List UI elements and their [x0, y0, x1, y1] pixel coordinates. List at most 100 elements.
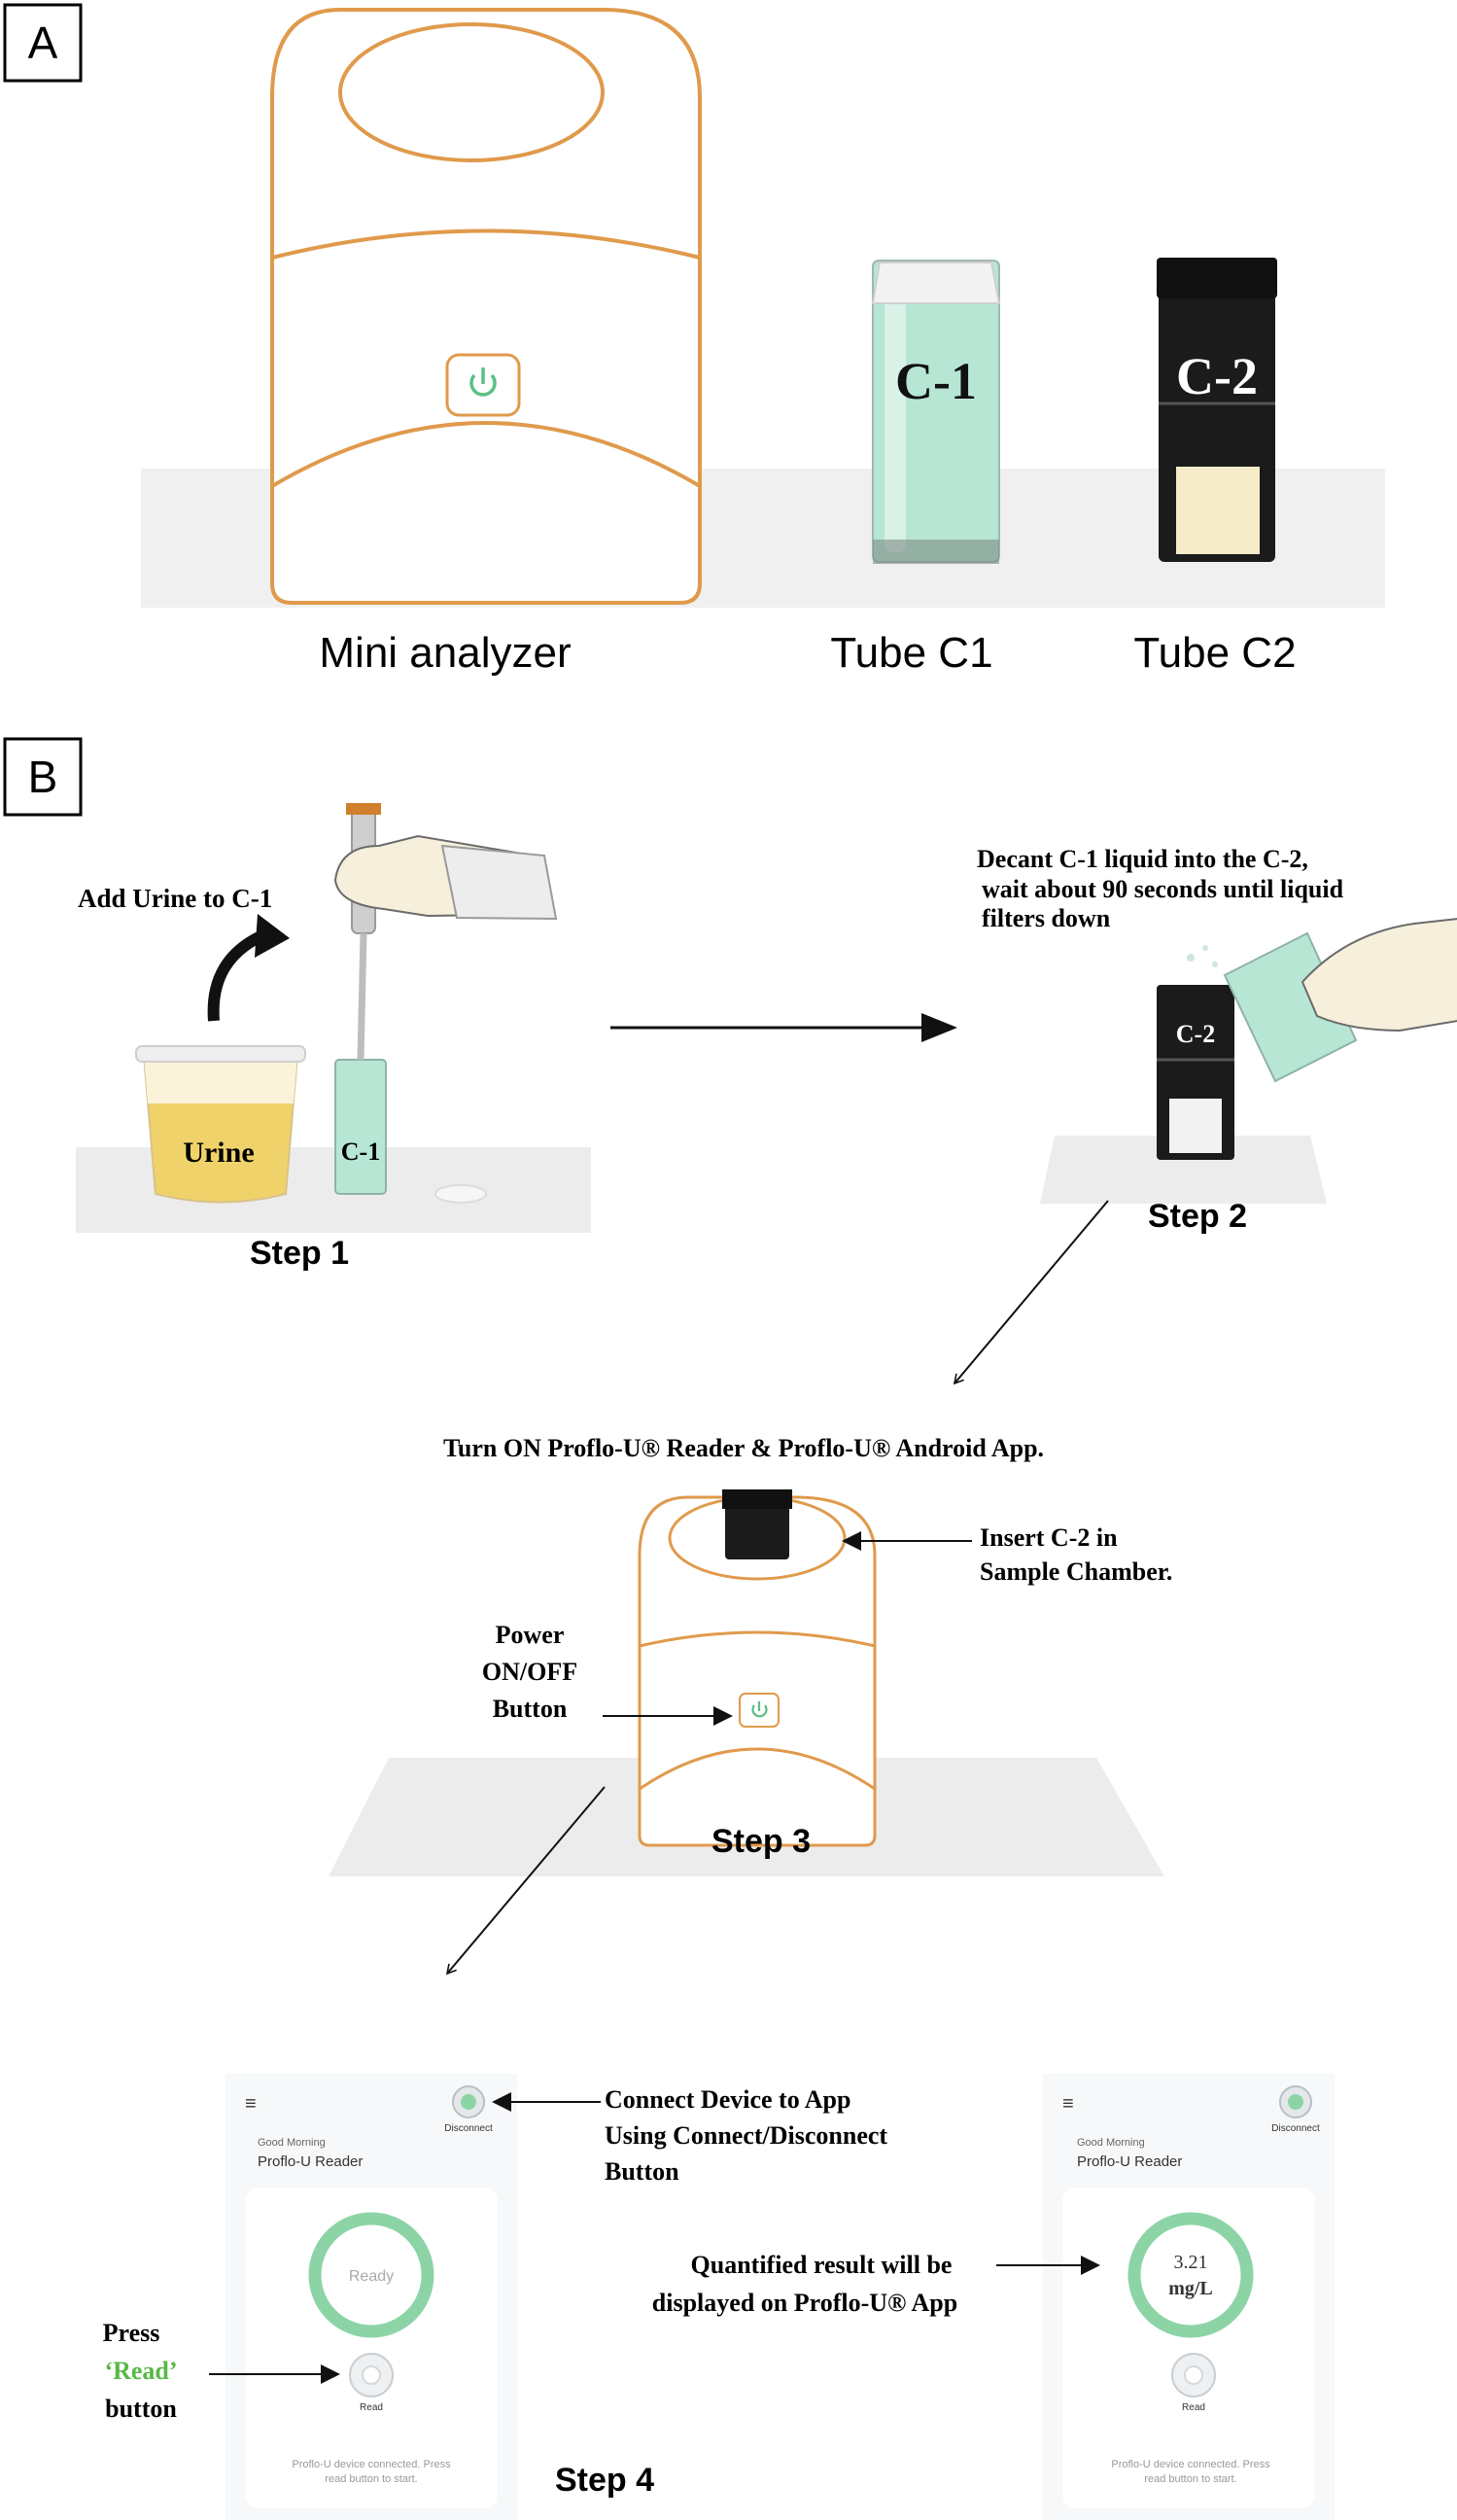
pipette-plunger [346, 803, 381, 815]
step1-curved-arrow [207, 928, 270, 1022]
tube-c2-label: C-2 [1176, 347, 1258, 405]
connect-status-icon [461, 2094, 476, 2110]
tube-c2-cap [1157, 258, 1277, 298]
step2-tube-label: C-2 [1176, 1020, 1215, 1048]
tube-c1-label: C-1 [895, 352, 977, 410]
analyzer-top-opening [338, 22, 605, 162]
menu-icon[interactable]: ≡ [245, 2093, 257, 2115]
tube-c2-window [1176, 467, 1260, 554]
menu-icon-right[interactable]: ≡ [1062, 2093, 1074, 2115]
app-left-ring-text: Ready [349, 2268, 394, 2285]
app-screen-left: ≡ Disconnect Good Morning Proflo-U Reade… [225, 2074, 517, 2520]
app-left-device-name: Proflo-U Reader [258, 2153, 363, 2170]
app-right-greeting: Good Morning [1077, 2137, 1145, 2149]
step2-tube-window [1169, 1099, 1222, 1153]
step2-instruction-line-3: filters down [982, 904, 1111, 932]
app-right-result-ring [1127, 2212, 1254, 2338]
reader-band-top [639, 1630, 876, 1648]
arrow-step1-to-step2-head [921, 1013, 957, 1042]
step4-connect-line-2: Using Connect/Disconnect [605, 2121, 887, 2150]
app-right-disconnect-label: Disconnect [1271, 2123, 1320, 2134]
step1-tube-label: C-1 [341, 1138, 380, 1166]
power-icon [469, 368, 497, 397]
panel-b-label-box [3, 737, 83, 817]
tube-c2: C-2 [1157, 258, 1277, 562]
step1-curved-arrow-head [255, 914, 290, 958]
mini-analyzer [270, 8, 702, 605]
urine-cup-top [144, 1055, 297, 1103]
step3-power-line-2: ON/OFF [482, 1658, 577, 1686]
panel-b: B Add Urine to C-1 Urine C-1 Step 1 [3, 737, 1457, 2520]
app-right-result-value: 3.21 [1174, 2252, 1208, 2273]
step1-sleeve [440, 844, 558, 921]
app-right-status-line-1: Proflo-U device connected. Press [1111, 2459, 1270, 2470]
tube-c1-base [873, 540, 999, 564]
step2-caption: Step 2 [1148, 1198, 1247, 1235]
app-screen-right: ≡ Disconnect Good Morning Proflo-U Reade… [1043, 2074, 1335, 2520]
step3-header: Turn ON Proflo-U® Reader & Proflo-U® And… [443, 1434, 1044, 1462]
arrow-step2-to-step3 [953, 1200, 1109, 1385]
step2-platform [1040, 1136, 1327, 1204]
app-right-device-name: Proflo-U Reader [1077, 2153, 1182, 2170]
step3-caption: Step 3 [711, 1823, 811, 1860]
arrow-step3-to-step4 [445, 1786, 606, 1976]
analyzer-band-top [271, 228, 701, 260]
step-4: ≡ Disconnect Good Morning Proflo-U Reade… [103, 2074, 1335, 2520]
panel-a-label-box [3, 3, 83, 83]
analyzer-body [270, 8, 702, 605]
step4-caption: Step 4 [555, 2462, 654, 2499]
app-right-read-label: Read [1182, 2402, 1205, 2413]
step2-splash [1187, 945, 1218, 967]
step4-press-line-3: button [105, 2395, 177, 2423]
step3-insert-line-1: Insert C-2 in [980, 1523, 1118, 1552]
step3-power-line-3: Button [493, 1695, 568, 1723]
tube-c1: C-1 [871, 260, 1001, 564]
app-left-status-line-2: read button to start. [325, 2473, 417, 2485]
reader-power-icon [751, 1701, 768, 1718]
step-2: Decant C-1 liquid into the C-2, wait abo… [977, 845, 1457, 1235]
read-button-inner [362, 2365, 381, 2385]
step1-cap [434, 1184, 487, 1204]
app-left-status-line-1: Proflo-U device connected. Press [292, 2459, 451, 2470]
step3-insert-line-2: Sample Chamber. [980, 1558, 1172, 1586]
step1-tube-c1 [334, 1059, 387, 1195]
pipette-tip [357, 932, 367, 1061]
step4-result-line-2: displayed on Proflo-U® App [652, 2289, 957, 2317]
urine-cup-rim [135, 1045, 306, 1063]
step2-hand [1301, 918, 1457, 1032]
step3-power-line-1: Power [496, 1621, 565, 1649]
tube-c1-highlight [885, 270, 906, 552]
app-left-greeting: Good Morning [258, 2137, 326, 2149]
connect-status-icon-right [1288, 2094, 1303, 2110]
step4-press-line-1: Press [103, 2319, 160, 2347]
analyzer-power-button[interactable] [445, 353, 521, 417]
step4-press-read-word: ‘Read’ [104, 2357, 177, 2385]
urine-cup-label: Urine [183, 1137, 254, 1169]
step4-result-line-1: Quantified result will be [691, 2251, 953, 2279]
caption-tube-c2: Tube C2 [1133, 629, 1296, 677]
read-button-right-inner [1184, 2365, 1203, 2385]
panel-a: A C-1 C-2 [3, 3, 1385, 677]
reader-band-bottom [639, 1747, 876, 1791]
app-right-result-unit: mg/L [1168, 2278, 1213, 2299]
tube-c1-cap [871, 262, 1001, 304]
app-left-disconnect-label: Disconnect [444, 2123, 493, 2134]
step2-instruction-line-1: Decant C-1 liquid into the C-2, [977, 845, 1308, 873]
step2-instruction-line-2: wait about 90 seconds until liquid [982, 875, 1344, 903]
analyzer-band-bottom [270, 421, 702, 488]
panel-b-label: B [28, 752, 58, 802]
app-left-card [245, 2188, 498, 2508]
caption-mini-analyzer: Mini analyzer [319, 629, 571, 677]
step4-connect-line-3: Button [605, 2157, 679, 2186]
step4-connect-line-1: Connect Device to App [605, 2085, 850, 2114]
app-left-status-ring [308, 2212, 434, 2338]
caption-tube-c1: Tube C1 [830, 629, 992, 677]
reader-inserted-cap [722, 1489, 792, 1509]
step-1: Add Urine to C-1 Urine C-1 Step 1 [76, 803, 591, 1272]
app-left-read-label: Read [360, 2402, 383, 2413]
step1-caption: Step 1 [250, 1235, 349, 1272]
panel-a-label: A [28, 18, 58, 68]
step-3: Turn ON Proflo-U® Reader & Proflo-U® And… [329, 1434, 1172, 1876]
app-right-status-line-2: read button to start. [1144, 2473, 1236, 2485]
